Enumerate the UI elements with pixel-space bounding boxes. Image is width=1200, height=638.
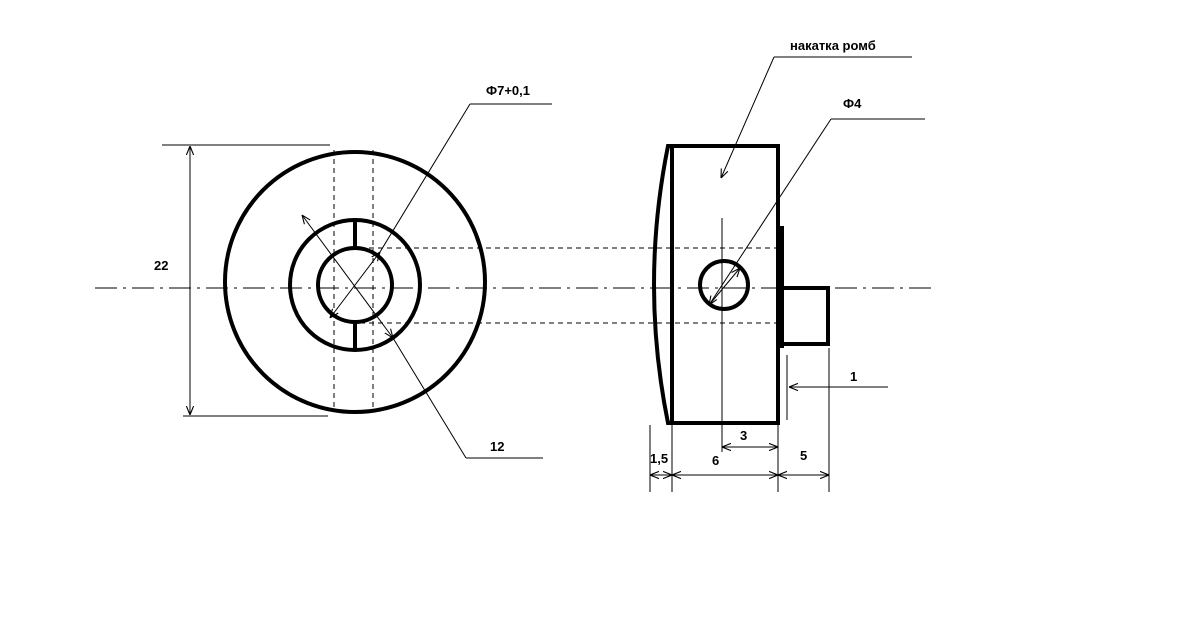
inner-leader-line	[392, 337, 467, 459]
outer-circle	[223, 150, 487, 414]
hole-leader-line	[709, 118, 832, 305]
inner-diameter-label: 12	[490, 439, 504, 454]
shaft-stub	[778, 286, 830, 346]
dimension-label-5: 5	[800, 448, 807, 463]
dimension-label-6: 6	[712, 453, 719, 468]
front-view: 22 Ф7+0,1 12	[95, 83, 935, 459]
side-view: накатка ромб Ф4 1 3 1,5 6 5	[649, 38, 925, 492]
body-rectangle	[670, 144, 780, 425]
chamfer-arc	[652, 144, 672, 425]
side-hole	[698, 259, 750, 311]
knurl-label: накатка ромб	[790, 38, 876, 53]
dimension-label-1-5: 1,5	[650, 451, 668, 466]
bore-leader-line	[379, 103, 471, 253]
bore-diameter-label: Ф7+0,1	[486, 83, 530, 98]
hole-diameter-label: Ф4	[843, 96, 862, 111]
knurl-leader-line	[721, 56, 775, 178]
hole-diameter-mark	[708, 268, 740, 306]
dimension-label-22: 22	[154, 258, 168, 273]
dimension-label-1: 1	[850, 369, 857, 384]
dimension-label-3: 3	[740, 428, 747, 443]
inner-diameter-line	[302, 215, 393, 338]
